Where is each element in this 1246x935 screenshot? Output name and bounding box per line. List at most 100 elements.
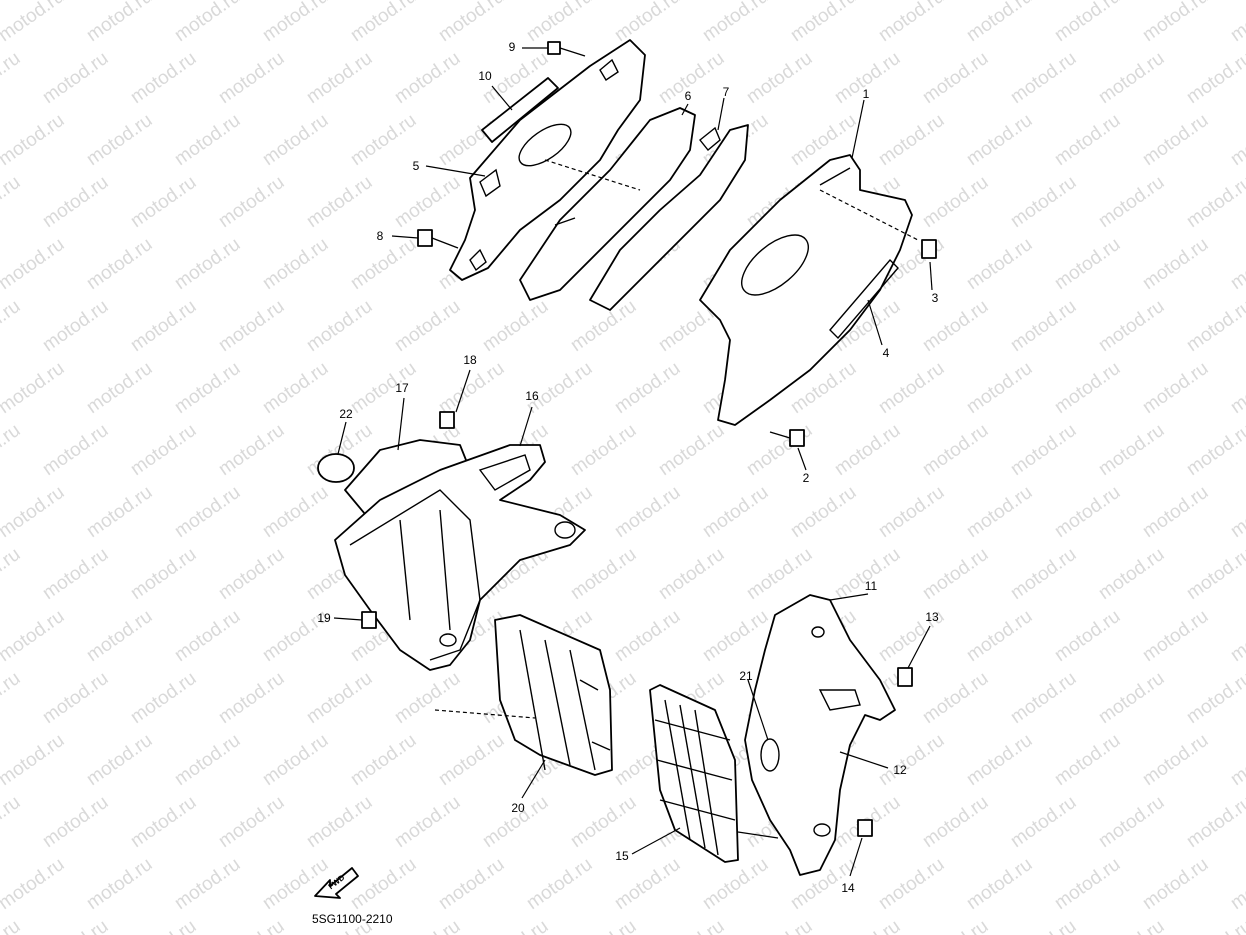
watermark-text: motod.ru xyxy=(259,730,332,790)
part-5-side-cover-inner xyxy=(449,39,646,281)
watermark-text: motod.ru xyxy=(83,358,156,418)
callout-11: 11 xyxy=(865,579,878,593)
watermark-text: motod.ru xyxy=(919,792,992,852)
watermark-text: motod.ru xyxy=(655,420,728,480)
watermark-text: motod.ru xyxy=(171,606,244,666)
watermark-text: motod.ru xyxy=(127,792,200,852)
watermark-text: motod.ru xyxy=(347,234,420,294)
watermark-text: motod.ru xyxy=(875,110,948,170)
watermark-text: motod.ru xyxy=(215,544,288,604)
watermark-text: motod.ru xyxy=(171,854,244,914)
watermark-text: motod.ru xyxy=(83,0,156,46)
watermark-text: motod.ru xyxy=(347,0,420,46)
callout-18: 18 xyxy=(463,353,477,367)
watermark-text: motod.ru xyxy=(0,172,24,232)
watermark-text: motod.ru xyxy=(479,296,552,356)
watermark-text: motod.ru xyxy=(127,172,200,232)
part-15-radiator-grille xyxy=(649,684,739,863)
watermark-text: motod.ru xyxy=(523,358,596,418)
watermark-text: motod.ru xyxy=(567,544,640,604)
diagram-code: 5SG1100-2210 xyxy=(312,912,393,926)
watermark-text: motod.ru xyxy=(39,48,112,108)
watermark-text: motod.ru xyxy=(1051,730,1124,790)
callout-15: 15 xyxy=(615,849,629,863)
watermark-text: motod.ru xyxy=(127,544,200,604)
watermark-text: motod.ru xyxy=(1183,668,1246,728)
watermark-text: motod.ru xyxy=(0,730,68,790)
watermark-text: motod.ru xyxy=(567,792,640,852)
callout-5: 5 xyxy=(413,159,420,173)
watermark-text: motod.ru xyxy=(0,544,24,604)
watermark-text: motod.ru xyxy=(259,482,332,542)
watermark-text: motod.ru xyxy=(1183,792,1246,852)
callout-3: 3 xyxy=(932,291,939,305)
watermark-text: motod.ru xyxy=(1007,420,1080,480)
callout-1: 1 xyxy=(863,87,870,101)
watermark-text: motod.ru xyxy=(1095,916,1168,935)
watermark-text: motod.ru xyxy=(567,916,640,935)
watermark-text: motod.ru xyxy=(83,730,156,790)
watermark-text: motod.ru xyxy=(875,730,948,790)
watermark-text: motod.ru xyxy=(347,110,420,170)
callout-14: 14 xyxy=(841,881,855,895)
watermark-text: motod.ru xyxy=(1139,110,1212,170)
watermark-text: motod.ru xyxy=(1007,172,1080,232)
watermark-text: motod.ru xyxy=(215,668,288,728)
watermark-text: motod.ru xyxy=(1051,854,1124,914)
watermark-text: motod.ru xyxy=(1051,482,1124,542)
bolt-2 xyxy=(769,429,805,447)
watermark-text: motod.ru xyxy=(655,544,728,604)
watermark-text: motod.ru xyxy=(303,668,376,728)
watermark-text: motod.ru xyxy=(1051,606,1124,666)
watermark-text: motod.ru xyxy=(875,482,948,542)
watermark-text: motod.ru xyxy=(259,0,332,46)
watermark-text: motod.ru xyxy=(919,668,992,728)
part-10-emblem xyxy=(481,77,559,143)
watermark-text: motod.ru xyxy=(215,296,288,356)
callout-16: 16 xyxy=(525,389,539,403)
watermark-text: motod.ru xyxy=(259,358,332,418)
watermark-text: motod.ru xyxy=(435,854,508,914)
watermark-text: motod.ru xyxy=(1095,544,1168,604)
watermark-text: motod.ru xyxy=(611,482,684,542)
watermark-text: motod.ru xyxy=(1095,172,1168,232)
watermark-text: motod.ru xyxy=(743,916,816,935)
callout-6: 6 xyxy=(685,89,692,103)
watermark-text: motod.ru xyxy=(963,482,1036,542)
watermark-text: motod.ru xyxy=(1139,730,1212,790)
watermark-text: motod.ru xyxy=(435,0,508,46)
watermark-text: motod.ru xyxy=(1227,482,1246,542)
callout-12: 12 xyxy=(893,763,907,777)
watermark-text: motod.ru xyxy=(963,606,1036,666)
watermark-text: motod.ru xyxy=(919,916,992,935)
watermark-text: motod.ru xyxy=(127,420,200,480)
watermark-text: motod.ru xyxy=(699,854,772,914)
watermark-text: motod.ru xyxy=(1051,234,1124,294)
watermark-text: motod.ru xyxy=(875,358,948,418)
watermark-text: motod.ru xyxy=(83,110,156,170)
watermark-text: motod.ru xyxy=(1095,792,1168,852)
bolt-3 xyxy=(921,239,937,259)
callout-4: 4 xyxy=(883,346,890,360)
watermark-text: motod.ru xyxy=(1139,854,1212,914)
watermark-text: motod.ru xyxy=(1183,544,1246,604)
watermark-text: motod.ru xyxy=(0,854,68,914)
watermark-text: motod.ru xyxy=(611,358,684,418)
watermark-text: motod.ru xyxy=(1183,48,1246,108)
watermark-text: motod.ru xyxy=(39,916,112,935)
watermark-text: motod.ru xyxy=(787,482,860,542)
watermark-text: motod.ru xyxy=(171,0,244,46)
bolt-18 xyxy=(439,411,455,429)
watermark-text: motod.ru xyxy=(171,482,244,542)
part-16-radiator-cover xyxy=(334,444,586,671)
watermark-text: motod.ru xyxy=(1183,172,1246,232)
watermark-text: motod.ru xyxy=(127,668,200,728)
watermark-text: motod.ru xyxy=(215,420,288,480)
watermark-text: motod.ru xyxy=(611,0,684,46)
watermark-text: motod.ru xyxy=(39,792,112,852)
watermark-text: motod.ru xyxy=(699,606,772,666)
watermark-text: motod.ru xyxy=(83,854,156,914)
watermark-text: motod.ru xyxy=(1007,668,1080,728)
callout-21: 21 xyxy=(739,669,753,683)
watermark-text: motod.ru xyxy=(655,916,728,935)
